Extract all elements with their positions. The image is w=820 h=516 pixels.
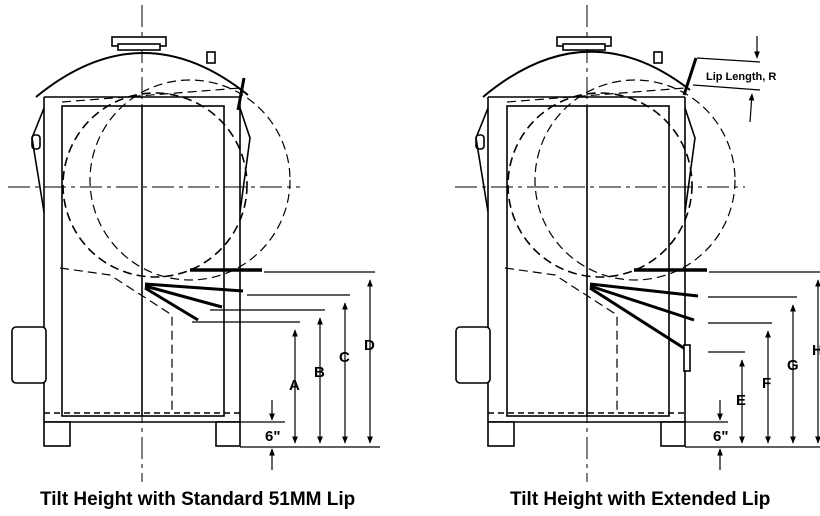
dimension-label-b: B — [314, 364, 325, 381]
dimension-label-a: A — [289, 377, 300, 394]
dimension-label-e: E — [736, 392, 746, 409]
caption-extended-lip: Tilt Height with Extended Lip — [510, 489, 771, 510]
dimension-label-d: D — [364, 337, 375, 354]
dimensions-standard-lip — [192, 271, 380, 470]
dimension-label-g: G — [787, 357, 799, 374]
dimension-label-c: C — [339, 349, 350, 366]
caption-standard-lip: Tilt Height with Standard 51MM Lip — [40, 489, 356, 510]
kettle-standard-lip — [8, 5, 300, 482]
base-height-label-left: 6" — [265, 428, 280, 445]
dimensions-extended-lip — [685, 36, 820, 470]
dimension-label-h: H — [812, 342, 820, 359]
kettle-extended-lip — [455, 5, 745, 482]
dimension-label-f: F — [762, 375, 771, 392]
base-height-label-right: 6" — [713, 428, 728, 445]
lip-length-label: Lip Length, R — [706, 71, 776, 83]
